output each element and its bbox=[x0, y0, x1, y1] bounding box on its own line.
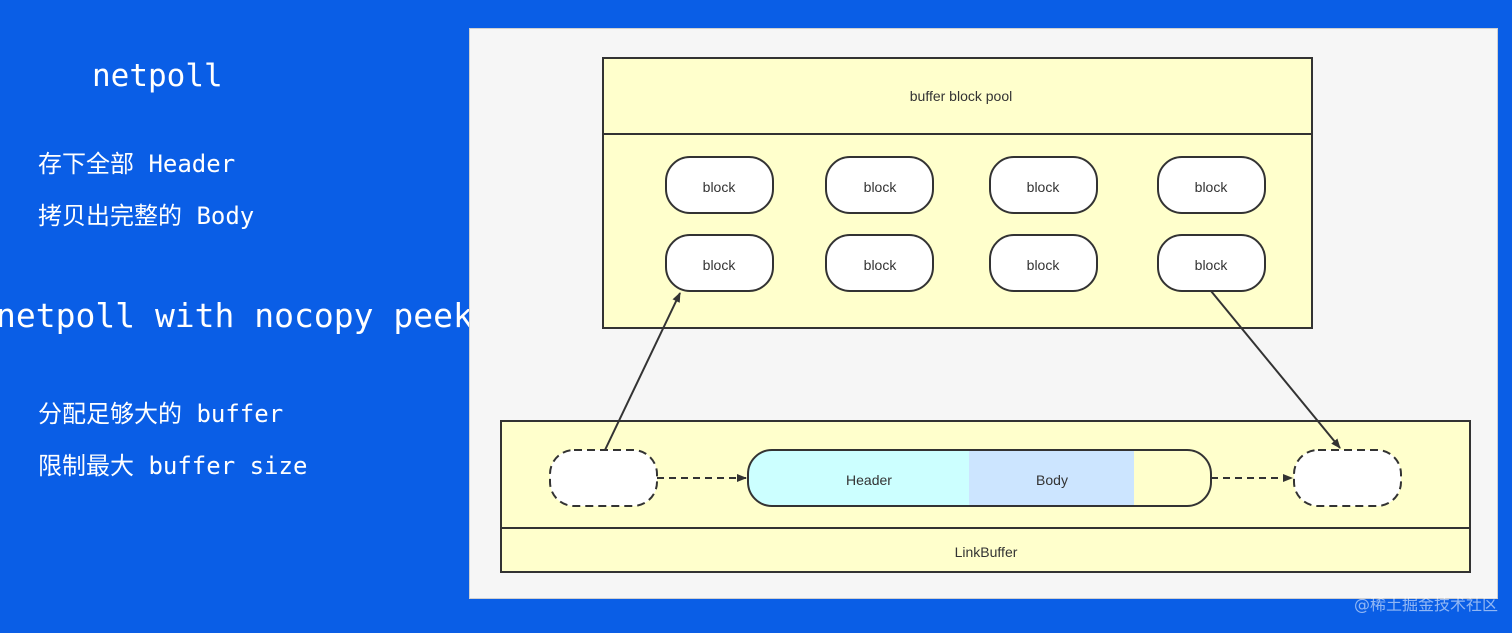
block-label: block bbox=[864, 257, 898, 273]
bullet-allocate-buffer: 分配足够大的 buffer bbox=[38, 400, 284, 428]
arrow-to-pool bbox=[604, 292, 681, 451]
block-label: block bbox=[1027, 179, 1061, 195]
block-4: block bbox=[1157, 156, 1266, 214]
bullet-copy-body: 拷贝出完整的 Body bbox=[38, 202, 255, 230]
block-7: block bbox=[989, 234, 1098, 292]
block-8: block bbox=[1157, 234, 1266, 292]
header-body-node: Header Body bbox=[747, 449, 1212, 507]
block-label: block bbox=[1195, 257, 1229, 273]
bullet-limit-buffer-size: 限制最大 buffer size bbox=[38, 452, 308, 480]
header-segment bbox=[748, 450, 969, 506]
header-label: Header bbox=[846, 472, 892, 488]
block-label: block bbox=[703, 257, 737, 273]
block-5: block bbox=[665, 234, 774, 292]
block-3: block bbox=[989, 156, 1098, 214]
arrow-from-pool bbox=[1210, 290, 1341, 449]
block-label: block bbox=[1027, 257, 1061, 273]
juejin-watermark: @稀土掘金技术社区 bbox=[1353, 595, 1498, 614]
netpoll-title: netpoll bbox=[92, 58, 223, 94]
block-label: block bbox=[703, 179, 737, 195]
block-label: block bbox=[1195, 179, 1229, 195]
pool-label: buffer block pool bbox=[910, 88, 1012, 104]
block-label: block bbox=[864, 179, 898, 195]
body-label: Body bbox=[1036, 472, 1068, 488]
dashed-node-right bbox=[1293, 449, 1402, 507]
dashed-node-left bbox=[549, 449, 658, 507]
bullet-store-header: 存下全部 Header bbox=[38, 150, 236, 178]
linkbuffer-label: LinkBuffer bbox=[955, 544, 1018, 560]
block-1: block bbox=[665, 156, 774, 214]
nocopy-peek-title: netpoll with nocopy peek bbox=[0, 296, 473, 335]
block-6: block bbox=[825, 234, 934, 292]
diagram-panel: buffer block pool block block block bloc… bbox=[469, 28, 1498, 599]
diagram-svg: buffer block pool block block block bloc… bbox=[500, 57, 1471, 573]
body-segment bbox=[969, 450, 1134, 506]
block-2: block bbox=[825, 156, 934, 214]
